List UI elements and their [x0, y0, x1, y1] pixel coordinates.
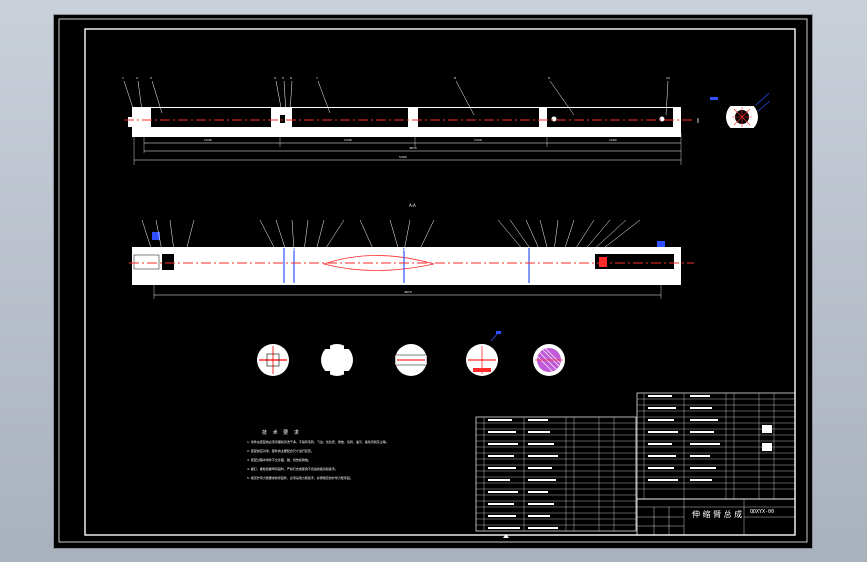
note-line-1: 1. 零件在装配前必须清理和清洗干净，不得有毛刺、飞边、氧化皮、锈蚀、切屑、油污…	[247, 439, 389, 444]
title-block: QDXYX-00 伸 缩 臂 总 成	[636, 498, 796, 536]
svg-text:6: 6	[290, 76, 292, 80]
cross-sections	[257, 331, 565, 376]
section-label: A-A	[409, 203, 416, 208]
cad-viewport[interactable]: 1240 1340 1320 1290 4870 5400 1 2 3 4 5 6 7…	[53, 14, 813, 549]
arrow-marker	[503, 534, 509, 538]
top-view-boom: 1240 1340 1320 1290 4870 5400 1 2 3 4 5 6 7…	[122, 76, 699, 165]
outer-border	[58, 18, 808, 543]
note-line-2: 2. 装配前应对零、部件的主要配合尺寸进行复查。	[247, 448, 314, 453]
svg-text:1: 1	[122, 76, 124, 80]
svg-text:5: 5	[282, 76, 284, 80]
svg-text:1240: 1240	[204, 138, 212, 142]
svg-text:10: 10	[666, 76, 670, 80]
note-line-5: 5. 规定拧紧力矩要求的紧固件，必须采用力矩扳手，并按规定的拧紧力矩紧固。	[247, 475, 353, 480]
end-view-section	[710, 92, 771, 133]
svg-text:8: 8	[454, 76, 456, 80]
technical-notes: 技 术 要 求 1. 零件在装配前必须清理和清洗干净，不得有毛刺、飞边、氧化皮、…	[247, 429, 389, 480]
note-line-4: 4. 螺钉、螺栓和螺母紧固时，严禁打击或使用不合适的旋具和扳手。	[247, 466, 338, 471]
svg-text:4870: 4870	[404, 290, 412, 294]
svg-text:4: 4	[274, 76, 276, 80]
parts-list-left	[475, 416, 637, 532]
section-view-boom: 4870 A-A	[129, 203, 694, 299]
svg-text:1320: 1320	[474, 138, 482, 142]
svg-text:4870: 4870	[409, 146, 417, 150]
svg-text:9: 9	[548, 76, 550, 80]
svg-text:5400: 5400	[399, 155, 407, 159]
svg-text:7: 7	[316, 76, 318, 80]
parts-list-right	[636, 392, 796, 500]
svg-text:1340: 1340	[344, 138, 352, 142]
drawing-name: 伸 缩 臂 总 成	[692, 509, 742, 519]
svg-text:1290: 1290	[609, 138, 617, 142]
svg-text:2: 2	[136, 76, 138, 80]
note-line-3: 3. 装配过程中零件不允许磕、碰、划伤和锈蚀。	[247, 457, 311, 462]
inner-frame	[84, 28, 796, 536]
drawing-number: QDXYX-00	[750, 509, 774, 515]
assembly-drawing: 1240 1340 1320 1290 4870 5400 1 2 3 4 5 6 7…	[58, 18, 808, 543]
notes-title: 技 术 要 求	[262, 429, 301, 436]
svg-text:3: 3	[150, 76, 152, 80]
